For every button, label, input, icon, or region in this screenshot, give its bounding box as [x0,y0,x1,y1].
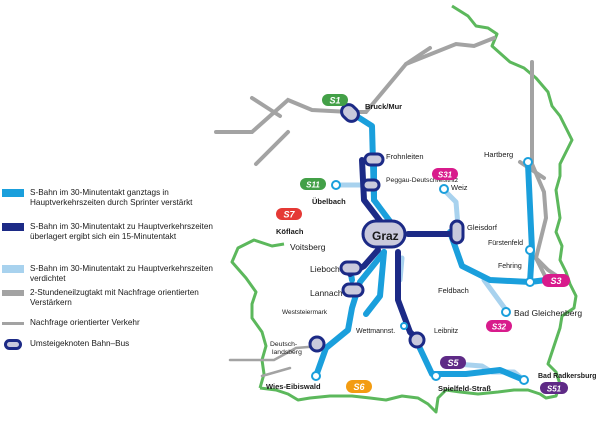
svg-text:S5: S5 [447,358,459,368]
label-spielfeld: Spielfeld-Straß [438,384,491,393]
badge-s5: S5 [440,356,466,369]
svg-text:S32: S32 [492,323,507,332]
label-hartberg: Hartberg [484,150,513,159]
legend-swatch [2,189,24,197]
svg-text:S3: S3 [550,276,561,286]
legend: S-Bahn im 30-Minutentakt ganztags in Hau… [0,0,230,421]
label-gleisdorf: Gleisdorf [467,223,498,232]
station-labels: Bruck/Mur Frohnleiten Peggau-Deutschfeis… [266,102,596,393]
label-graz: Graz [372,229,399,243]
line-badges: S1 S11 S7 S31 S3 S32 S6 S5 [276,94,570,394]
legend-text: S-Bahn im 30-Minutentakt zu Hauptverkehr… [30,264,213,283]
legend-swatch [2,290,24,296]
label-leibnitz: Leibnitz [434,328,459,335]
badge-s3: S3 [542,274,570,287]
label-wies-eibiswald: Wies-Eibiswald [266,382,321,391]
svg-text:S11: S11 [306,181,320,190]
label-fuerstenfeld: Fürstenfeld [488,240,523,247]
label-uebelbach: Übelbach [312,197,346,206]
label-bruck: Bruck/Mur [365,102,402,111]
label-frohnleiten: Frohnleiten [386,152,424,161]
on-demand-lines [228,344,322,378]
label-weiz: Weiz [451,183,468,192]
legend-swatch [2,223,24,231]
svg-text:S7: S7 [283,210,295,220]
legend-swatch [2,322,24,325]
hub-icon [4,339,22,350]
state-border [259,4,578,414]
label-feldbach: Feldbach [438,286,469,295]
regional-lines [214,36,562,280]
hubs [308,103,465,353]
svg-text:S6: S6 [353,382,365,392]
station-dots [311,157,535,385]
legend-text: Umsteigeknoten Bahn–Bus [30,339,130,348]
badge-s1: S1 [322,94,348,106]
badge-s51: S51 [540,382,568,394]
label-peggau: Peggau-Deutschfeistritz [386,177,459,184]
label-lannach: Lannach [310,288,343,298]
svg-text:S31: S31 [438,171,453,180]
label-bad-radkersburg: Bad Radkersburg [538,373,596,380]
legend-text: S-Bahn im 30-Minutentakt ganztags in Hau… [30,188,193,207]
svg-text:S1: S1 [329,96,340,106]
svg-text:S51: S51 [547,385,562,394]
legend-text: 2-Stundeneilzugtakt mit Nachfrage orient… [30,288,199,307]
label-bad-gleichenberg: Bad Gleichenberg [514,308,582,318]
legend-text: Nachfrage orientierter Verkehr [30,318,140,327]
label-fehring: Fehring [498,263,522,270]
badge-s11: S11 [300,178,326,190]
label-lieboch: Lieboch [310,264,340,274]
badge-s6: S6 [346,380,372,393]
legend-text: S-Bahn im 30-Minutentakt zu Hauptverkehr… [30,222,213,241]
label-koeflach: Köflach [276,227,304,236]
legend-swatch [2,265,24,273]
badge-s31: S31 [432,168,458,180]
badge-s32: S32 [486,320,512,332]
label-deutschlandsberg: Deutsch-landsberg [270,341,302,356]
label-voitsberg: Voitsberg [290,242,326,252]
label-weststeiermark: Weststeiermark [282,309,328,316]
label-wettmannst: Wettmannst. [356,328,395,335]
badge-s7: S7 [276,208,302,220]
state-border-west [230,238,285,389]
